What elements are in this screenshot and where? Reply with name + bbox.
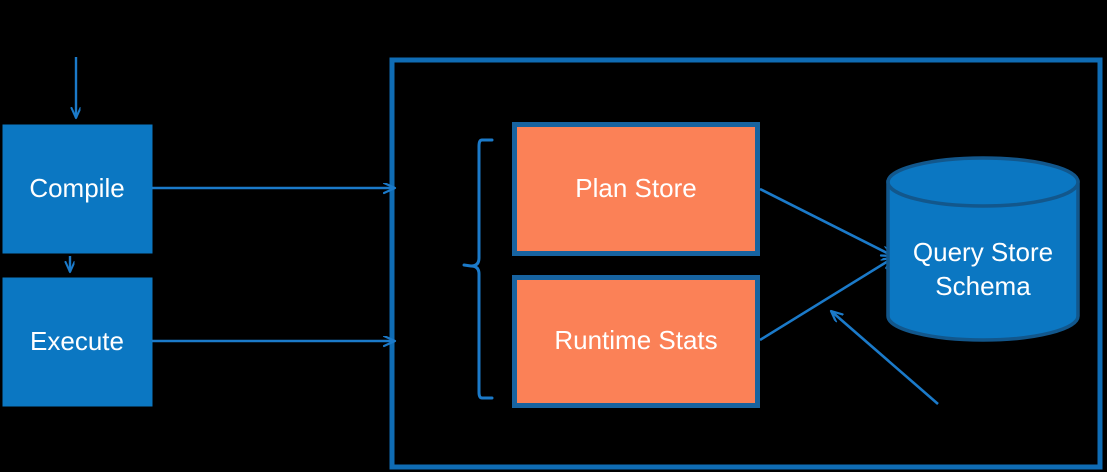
connector-external-to-schema	[831, 311, 939, 405]
node-query-store-schema-label-line2: Schema	[935, 271, 1031, 301]
cylinder-top	[886, 156, 1080, 208]
node-query-store-schema[interactable]: Query Store Schema	[886, 156, 1080, 342]
grouping-brace-tip	[462, 263, 473, 268]
node-query-store-schema-label-line1: Query Store	[913, 237, 1053, 267]
node-compile-label: Compile	[29, 173, 124, 203]
node-plan-store[interactable]	[512, 122, 760, 256]
grouping-brace	[470, 138, 494, 400]
cylinder-body	[886, 180, 1080, 342]
query-store-container	[389, 57, 1103, 470]
node-runtime-stats[interactable]	[512, 275, 760, 408]
node-plan-store-label: Plan Store	[575, 173, 696, 203]
node-runtime-stats-label: Runtime Stats	[554, 325, 717, 355]
connector-plan-store-to-schema	[759, 187, 893, 258]
node-compile[interactable]	[2, 124, 153, 254]
node-execute-label: Execute	[30, 326, 124, 356]
connector-runtime-stats-to-schema	[759, 256, 893, 342]
